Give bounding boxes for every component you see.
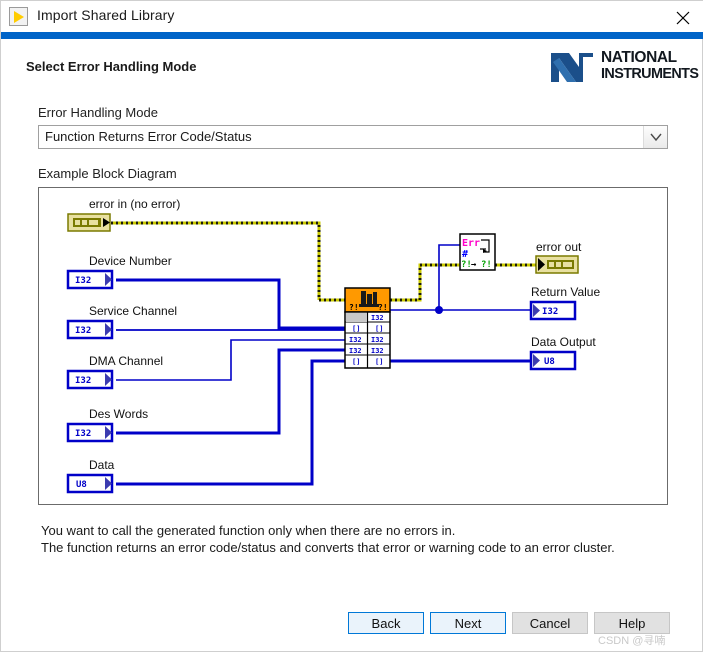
next-button[interactable]: Next (430, 612, 506, 634)
logo-line-1: NATIONAL (601, 49, 677, 66)
diagram-label-data-output: Data Output (531, 335, 596, 349)
diagram-label-error-in: error in (no error) (89, 197, 181, 211)
error-handling-mode-select[interactable]: Function Returns Error Code/Status (38, 125, 668, 149)
diagram-label-dma-channel: DMA Channel (89, 354, 164, 368)
svg-text:I32: I32 (75, 276, 91, 286)
terminal-dma-channel[interactable]: I32 (66, 369, 114, 390)
back-button[interactable]: Back (348, 612, 424, 634)
svg-text:U8: U8 (544, 357, 555, 367)
accent-rule (1, 32, 703, 39)
svg-text:?!: ?! (481, 260, 492, 270)
svg-text:?!: ?! (349, 303, 359, 312)
svg-text:I32: I32 (75, 429, 91, 439)
svg-text:[]: [] (375, 325, 383, 333)
ni-eagle-icon (551, 53, 593, 82)
page-title: Select Error Handling Mode (26, 59, 197, 74)
logo-line-2: INSTRUMENTS (601, 66, 699, 82)
terminal-device-number[interactable]: I32 (66, 269, 114, 290)
diagram-wires: ?! ?! I32 [] [] I32 I32 I32 I32 [ (66, 213, 579, 494)
chevron-down-icon[interactable] (643, 126, 667, 148)
svg-text:I32: I32 (75, 376, 91, 386)
window-title: Import Shared Library (37, 7, 175, 23)
help-button[interactable]: Help (594, 612, 670, 634)
svg-text:I32: I32 (349, 347, 362, 355)
watermark: CSDN @寻喃 (598, 635, 666, 647)
diagram-label-des-words: Des Words (89, 407, 149, 421)
svg-text:Err: Err (462, 238, 480, 249)
terminal-error-out[interactable] (535, 255, 579, 274)
description-line-2: The function returns an error code/statu… (41, 540, 615, 555)
close-icon[interactable] (668, 5, 698, 29)
svg-text:[]: [] (375, 358, 383, 366)
error-handling-mode-value: Function Returns Error Code/Status (45, 129, 252, 144)
terminal-error-in[interactable] (67, 213, 111, 232)
diagram-label-service-channel: Service Channel (89, 304, 178, 318)
terminal-data[interactable]: U8 (66, 473, 114, 494)
diagram-label-return-value: Return Value (531, 285, 601, 299)
svg-text:I32: I32 (371, 347, 384, 355)
svg-text:I32: I32 (371, 314, 384, 322)
terminal-return-value[interactable]: I32 (529, 300, 577, 321)
svg-text:[]: [] (352, 358, 360, 366)
diagram-label-data: Data (89, 458, 115, 472)
svg-text:I32: I32 (542, 307, 558, 317)
terminal-des-words[interactable]: I32 (66, 422, 114, 443)
svg-text:U8: U8 (76, 480, 87, 490)
terminal-data-output[interactable]: U8 (529, 350, 577, 371)
example-block-diagram-label: Example Block Diagram (38, 166, 177, 181)
cancel-button[interactable]: Cancel (512, 612, 588, 634)
error-handling-mode-label: Error Handling Mode (38, 105, 158, 120)
national-instruments-logo: NATIONAL INSTRUMENTS (549, 48, 699, 88)
svg-text:[]: [] (352, 325, 360, 333)
call-library-function-node[interactable]: ?! ?! I32 [] [] I32 I32 I32 I32 [ (344, 287, 391, 369)
terminal-service-channel[interactable]: I32 (66, 319, 114, 340)
vi-run-arrow-icon (9, 7, 28, 26)
svg-text:?!: ?! (461, 260, 472, 270)
svg-text:→: → (471, 260, 477, 270)
svg-text:#: # (462, 249, 468, 260)
error-code-to-cluster-node[interactable]: Err # ?! → ?! (459, 233, 496, 271)
title-bar: Import Shared Library (1, 1, 703, 32)
example-block-diagram-panel: ?! ?! I32 [] [] I32 I32 I32 I32 [ (38, 187, 668, 505)
svg-text:?!: ?! (378, 303, 388, 312)
diagram-label-device-number: Device Number (89, 254, 172, 268)
svg-text:I32: I32 (371, 336, 384, 344)
description-line-1: You want to call the generated function … (41, 523, 456, 538)
svg-text:I32: I32 (349, 336, 362, 344)
svg-text:I32: I32 (75, 326, 91, 336)
diagram-label-error-out: error out (536, 240, 582, 254)
